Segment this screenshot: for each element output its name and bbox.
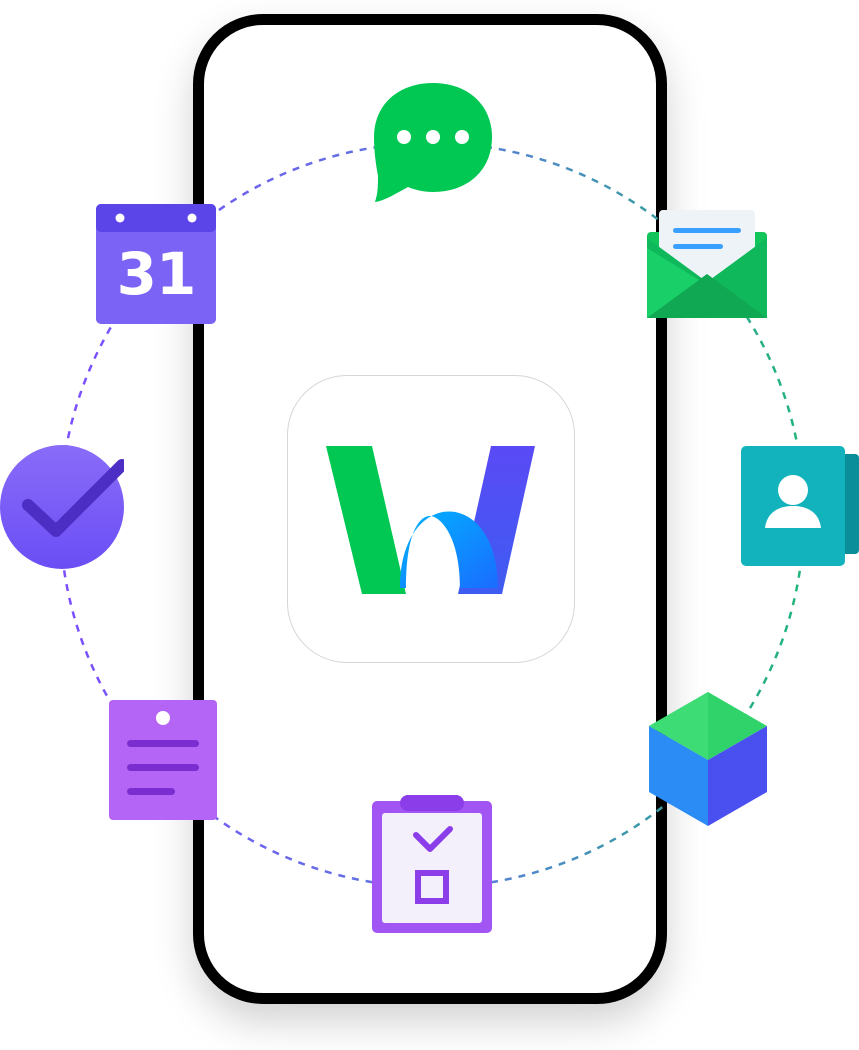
notes-icon	[109, 700, 217, 820]
app-tile[interactable]	[287, 375, 575, 663]
notes-app-icon[interactable]	[109, 700, 217, 820]
w-logo-icon	[326, 446, 535, 594]
calendar-day: 31	[116, 240, 197, 308]
contacts-icon	[741, 446, 859, 566]
calendar-icon	[96, 204, 216, 324]
chat-bubble-icon	[374, 83, 492, 202]
cube-icon	[649, 692, 767, 826]
mail-icon	[647, 210, 767, 318]
check-circle-icon	[0, 445, 128, 569]
mail-app-icon[interactable]	[647, 208, 769, 320]
contacts-app-icon[interactable]	[741, 446, 859, 566]
checklist-icon	[372, 795, 492, 933]
cube-app-icon[interactable]	[647, 690, 769, 828]
calendar-app-icon[interactable]: 31	[96, 204, 216, 324]
chat-app-icon[interactable]	[372, 80, 494, 205]
tasks-app-icon[interactable]	[0, 445, 128, 569]
checklist-app-icon[interactable]	[372, 795, 494, 935]
